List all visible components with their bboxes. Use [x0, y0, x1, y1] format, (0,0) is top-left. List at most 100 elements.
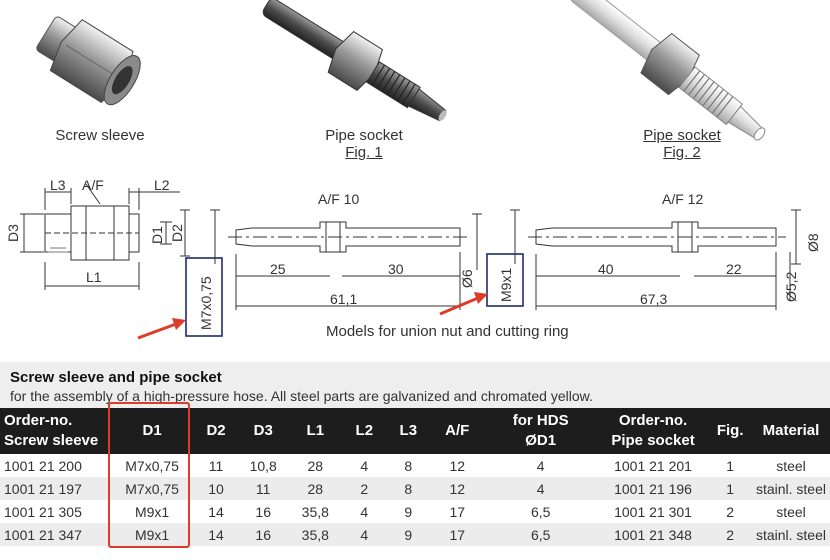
cell-af: 17: [430, 523, 484, 546]
dim-af10: A/F 10: [318, 191, 359, 207]
pipe-socket-fig1-image: [262, 0, 447, 122]
models-note: Models for union nut and cutting ring: [326, 323, 569, 340]
cell-l2: 4: [360, 457, 369, 474]
caption-pipe-socket-2: Pipe socket Fig. 2: [643, 127, 721, 161]
cell-d1: M7x0,75: [125, 457, 179, 474]
dim-673: 67,3: [640, 291, 667, 307]
screw-sleeve-image: [36, 16, 141, 106]
dim-d1: D1: [149, 226, 165, 244]
cell-for-hds: 4: [536, 457, 545, 474]
dim-l3: L3: [50, 177, 66, 193]
cell-l1: 28: [287, 477, 343, 500]
dim-d8: Ø8: [805, 233, 821, 252]
cell-for-hds: 6,5: [483, 523, 598, 546]
col-d3: D3: [238, 408, 288, 454]
cell-af: 12: [430, 477, 484, 500]
cell-material: steel: [776, 457, 806, 474]
cell-order-pipe-socket: 1001 21 348: [597, 523, 709, 546]
col-material: Material: [751, 408, 830, 454]
dim-611: 61,1: [330, 291, 357, 307]
col-l1: L1: [287, 408, 343, 454]
red-arrow-icon: [137, 318, 186, 340]
cell-order-screw-sleeve: 1001 21 197: [0, 477, 111, 500]
cell-l3: 9: [404, 503, 413, 520]
dim-d52: Ø5,2: [783, 271, 799, 302]
dim-af12: A/F 12: [662, 191, 703, 207]
dim-d3: D3: [5, 224, 21, 242]
spec-table: Order-no. Screw sleeve D1 D2 D3 L1 L2 L3…: [0, 408, 830, 546]
dim-40: 40: [598, 261, 614, 277]
cell-for-hds: 6,5: [530, 503, 551, 520]
cell-l3: 8: [404, 457, 413, 474]
cell-order-screw-sleeve: 1001 21 200: [4, 457, 82, 474]
cell-order-screw-sleeve: 1001 21 305: [4, 503, 82, 520]
cell-d1: M9x1: [110, 523, 194, 546]
cell-af: 12: [449, 457, 466, 474]
col-fig: Fig.: [708, 408, 752, 454]
col-d2: D2: [193, 408, 239, 454]
cell-d1: M7x0,75: [110, 477, 194, 500]
cell-for-hds: 4: [483, 477, 598, 500]
cell-d3: 11: [238, 477, 288, 500]
dim-l2: L2: [154, 177, 170, 193]
cell-fig: 1: [708, 477, 752, 500]
cell-d2: 14: [193, 523, 239, 546]
cell-d2: 11: [208, 457, 224, 474]
cell-l2: 4: [360, 503, 369, 520]
cell-l2: 2: [342, 477, 386, 500]
cell-order-pipe-socket: 1001 21 201: [614, 457, 692, 474]
pipe-socket-fig2-drawing: [510, 209, 801, 310]
callout-box-m7: [185, 257, 223, 337]
red-arrow-icon: [439, 292, 488, 316]
cell-l3: 9: [385, 523, 431, 546]
section-header: [0, 362, 830, 408]
section-title: Screw sleeve and pipe socket: [10, 369, 222, 386]
cell-d1: M9x1: [134, 503, 170, 520]
cell-order-pipe-socket: 1001 21 196: [597, 477, 709, 500]
dim-22: 22: [726, 261, 742, 277]
pipe-socket-fig2-image: [570, 0, 766, 141]
col-order-pipe-socket: Order-no. Pipe socket: [597, 408, 709, 454]
cell-d2: 10: [193, 477, 239, 500]
pipe-socket-fig1-drawing: [210, 209, 482, 310]
dim-d2: D2: [169, 224, 185, 242]
product-illustrations: [36, 0, 766, 141]
callout-box-m9: [486, 253, 524, 307]
caption-pipe-socket-1: Pipe socket Fig. 1: [325, 127, 403, 161]
cell-d3: 16: [255, 503, 271, 520]
col-l3: L3: [385, 408, 431, 454]
callout-m9: M9x1: [498, 268, 514, 302]
cell-d2: 14: [208, 503, 224, 520]
d1-column-highlight: [108, 402, 190, 548]
dim-d6: Ø6: [459, 269, 475, 288]
dim-af: A/F: [82, 177, 104, 193]
col-for-hds: for HDS ØD1: [483, 408, 598, 454]
caption-screw-sleeve: Screw sleeve: [55, 127, 145, 144]
cell-fig: 2: [726, 503, 735, 520]
section-subtitle: for the assembly of a high-pressure hose…: [10, 388, 593, 404]
cell-fig: 1: [726, 457, 735, 474]
col-l2: L2: [342, 408, 386, 454]
screw-sleeve-drawing: [20, 183, 190, 290]
dim-25: 25: [270, 261, 286, 277]
cell-order-pipe-socket: 1001 21 301: [614, 503, 692, 520]
cell-fig: 2: [708, 523, 752, 546]
cell-af: 17: [449, 503, 466, 520]
cell-l3: 8: [385, 477, 431, 500]
dim-l1: L1: [86, 269, 102, 285]
cell-material: steel: [776, 503, 806, 520]
table-header-row: Order-no. Screw sleeve D1 D2 D3 L1 L2 L3…: [0, 408, 830, 454]
cell-l2: 4: [342, 523, 386, 546]
cell-order-screw-sleeve: 1001 21 347: [0, 523, 111, 546]
col-d1: D1: [110, 408, 194, 454]
col-order-screw-sleeve: Order-no. Screw sleeve: [0, 408, 111, 454]
cell-d3: 16: [238, 523, 288, 546]
col-af: A/F: [430, 408, 484, 454]
cell-material: stainl. steel: [751, 477, 830, 500]
technical-drawings: L3 A/F L2 D3 D1 D2 L1 A/F 10 25 30 Ø6 61…: [5, 177, 821, 340]
